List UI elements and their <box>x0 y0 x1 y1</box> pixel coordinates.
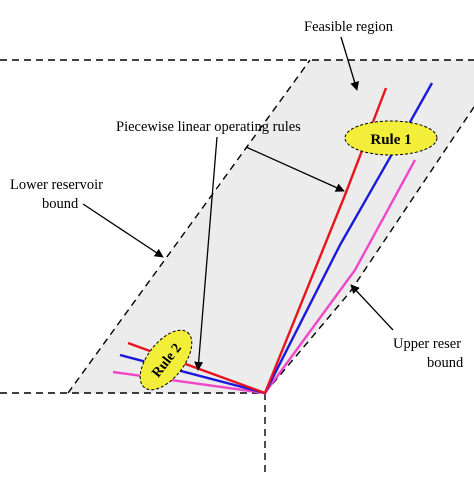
rule-2-ellipse <box>139 329 193 391</box>
upper-reservoir-bound-line <box>264 291 351 394</box>
upper-bound-label-line1: Upper reser <box>393 336 461 352</box>
feasible-region-arrow <box>340 36 359 91</box>
piecewise-rules-label: Piecewise linear operating rules <box>116 119 301 135</box>
lower-bound-arrow <box>82 203 164 258</box>
rule-1-label: Rule 1 <box>370 132 411 148</box>
lower-reservoir-bound-line <box>67 59 311 394</box>
upper-bound-arrow <box>350 284 394 331</box>
upper-reservoir-bound-line-upper <box>349 106 474 293</box>
rule-line-pink <box>112 159 417 395</box>
rule-line-blue <box>119 82 434 395</box>
rule-1-ellipse <box>344 120 438 156</box>
lower-bound-label-line2: bound <box>42 196 79 212</box>
piecewise-rules-arrow-upper <box>245 146 345 192</box>
lower-bound-label-line1: Lower reservoir <box>10 177 103 193</box>
feasible-region-label: Feasible region <box>304 19 394 35</box>
upper-bound-label-line2: bound <box>427 355 464 371</box>
piecewise-rules-arrow-lower <box>194 136 218 371</box>
